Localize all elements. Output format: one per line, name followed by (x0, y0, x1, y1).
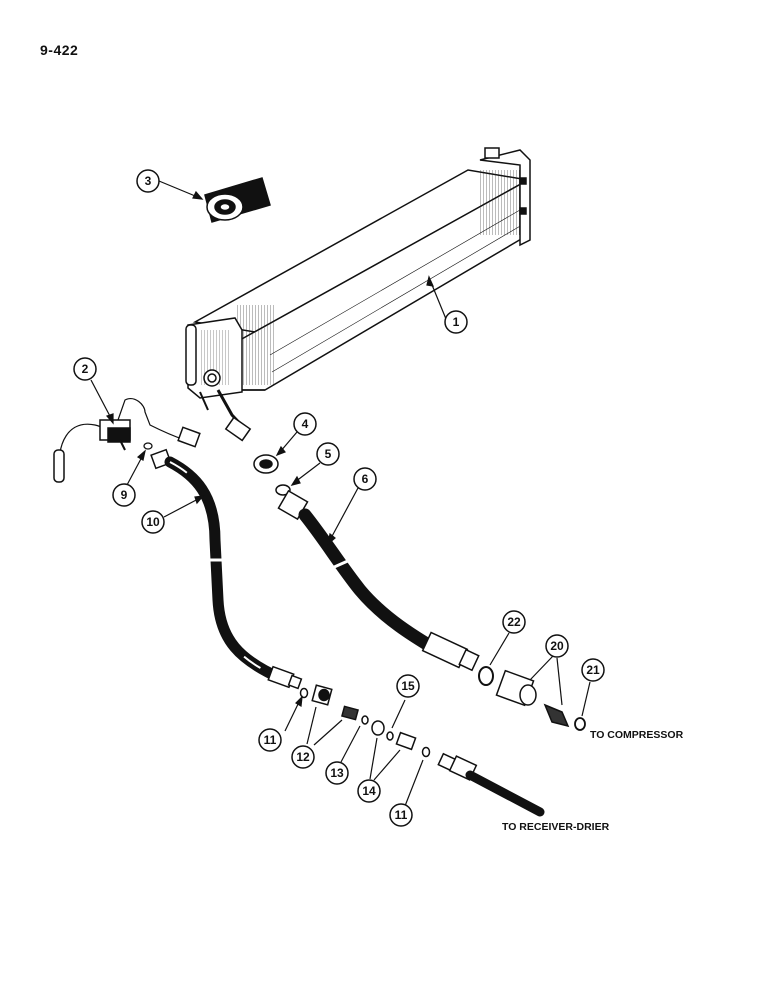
callout-9: 9 (112, 483, 136, 507)
svg-text:10: 10 (146, 515, 160, 529)
fittings-12-14 (299, 684, 431, 758)
page-number: 9-422 (40, 42, 79, 58)
o-ring-21 (574, 717, 586, 731)
to-receiver-drier-label: TO RECEIVER-DRIER (502, 821, 610, 833)
receiver-drier-line (437, 752, 545, 817)
callout-21: 21 (581, 658, 605, 682)
callout-13: 13 (325, 761, 349, 785)
svg-text:4: 4 (302, 417, 309, 431)
svg-text:11: 11 (395, 808, 408, 822)
hose-clamp-4 (253, 454, 279, 474)
callout-6: 6 (353, 467, 377, 491)
o-ring-22 (478, 666, 494, 686)
svg-text:9: 9 (121, 488, 128, 502)
svg-text:2: 2 (82, 362, 89, 376)
fitting-20 (495, 669, 570, 728)
evaporator-core (185, 147, 531, 442)
callout-20: 20 (545, 634, 569, 658)
callout-3: 3 (136, 169, 160, 193)
svg-text:3: 3 (145, 174, 152, 188)
callout-11: 11 (258, 728, 282, 752)
svg-text:14: 14 (362, 784, 376, 798)
callout-1: 1 (444, 310, 468, 334)
svg-text:22: 22 (507, 615, 521, 629)
svg-text:15: 15 (401, 679, 415, 693)
callout-5: 5 (316, 442, 340, 466)
callout-22: 22 (502, 610, 526, 634)
svg-text:6: 6 (362, 472, 369, 486)
svg-text:1: 1 (453, 315, 460, 329)
o-ring-5 (275, 484, 291, 496)
callout-2: 2 (73, 357, 97, 381)
hose-10 (150, 448, 303, 690)
svg-text:12: 12 (296, 750, 310, 764)
svg-text:21: 21 (586, 663, 600, 677)
callout-15: 15 (396, 674, 420, 698)
insulation-tape (204, 177, 271, 223)
svg-text:5: 5 (325, 447, 332, 461)
hose-6 (277, 489, 480, 672)
callout-12: 12 (291, 745, 315, 769)
leader-lines (90, 180, 591, 807)
expansion-valve (53, 398, 201, 483)
o-ring-9 (143, 442, 153, 450)
callout-11: 11 (389, 803, 413, 827)
svg-text:11: 11 (264, 733, 277, 747)
callout-10: 10 (141, 510, 165, 534)
callout-4: 4 (293, 412, 317, 436)
to-compressor-label: TO COMPRESSOR (590, 729, 684, 741)
svg-text:13: 13 (330, 766, 344, 780)
callout-14: 14 (357, 779, 381, 803)
svg-text:20: 20 (550, 639, 564, 653)
